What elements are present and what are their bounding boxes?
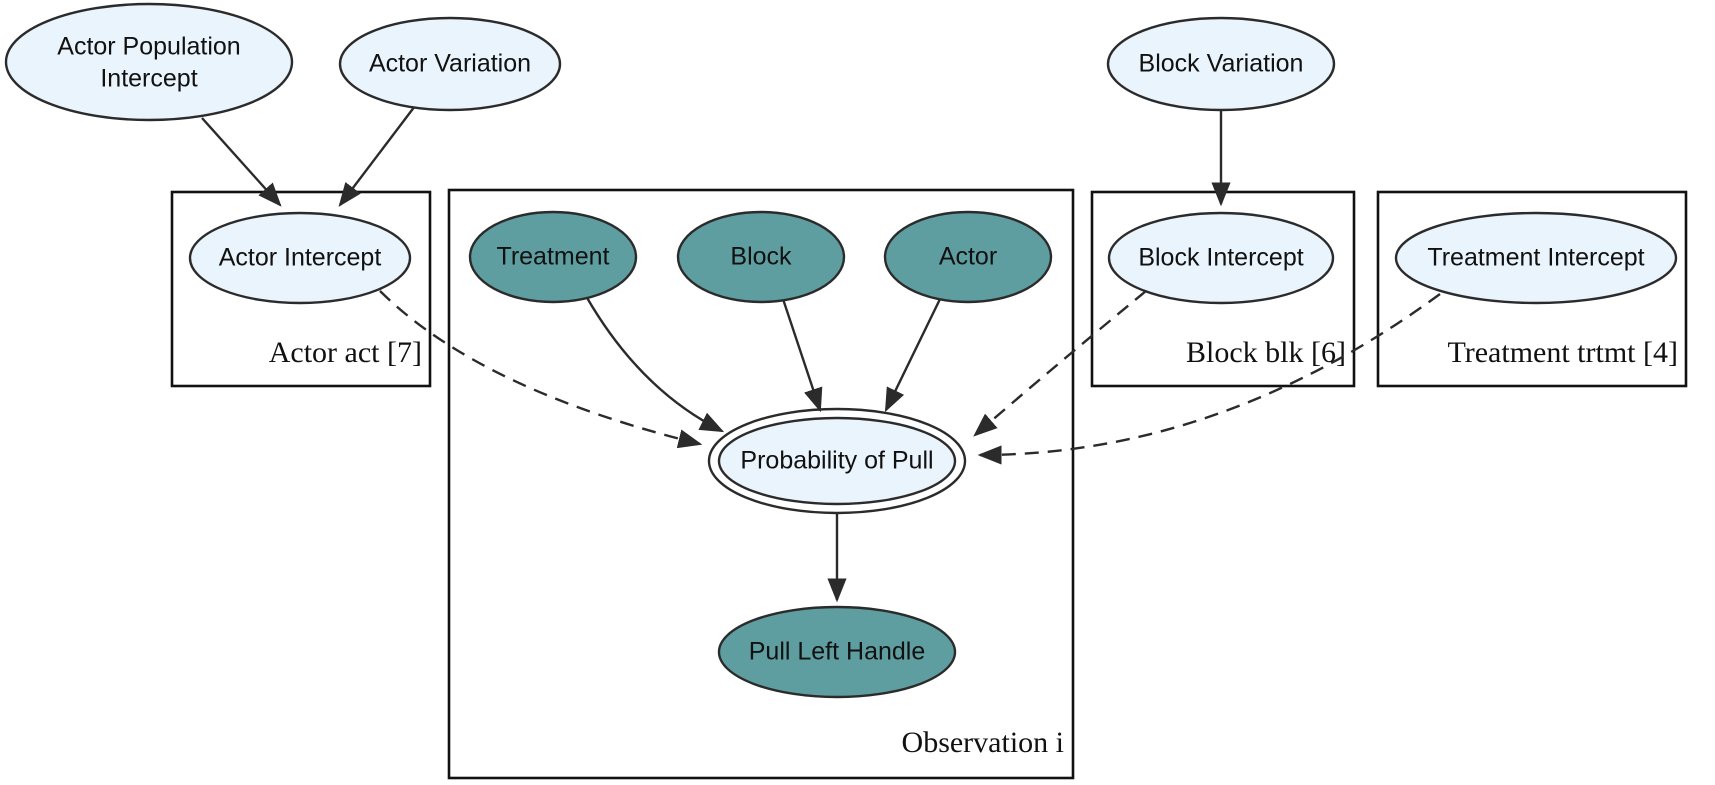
actor-population-intercept-ellipse[interactable]: [4, 2, 294, 122]
actor-ellipse[interactable]: [883, 210, 1053, 304]
plate-actor: Actor act [7]: [170, 190, 432, 388]
plate-observation-label: Observation i: [902, 726, 1064, 759]
actor-variation-ellipse[interactable]: [338, 16, 562, 112]
plate-treatment-rect: [1376, 190, 1688, 388]
node-actor[interactable]: Actor: [883, 210, 1053, 304]
block-intercept-label: Block Intercept: [1138, 244, 1303, 272]
node-block-intercept[interactable]: Block Intercept: [1107, 211, 1335, 305]
edge-actor-intercept-to-probability-of-pull: [379, 290, 703, 449]
treatment-intercept-label: Treatment Intercept: [1427, 244, 1644, 272]
actor-variation-label: Actor Variation: [369, 50, 531, 78]
edge-actor-population-intercept-to-actor-intercept: [201, 117, 282, 207]
node-treatment-intercept[interactable]: Treatment Intercept: [1394, 211, 1678, 305]
probability-of-pull-label: Probability of Pull: [740, 447, 933, 475]
actor-label: Actor: [939, 243, 997, 271]
treatment-intercept-ellipse[interactable]: [1394, 211, 1678, 305]
node-actor-intercept[interactable]: Actor Intercept: [188, 211, 412, 305]
plate-treatment-label: Treatment trtmt [4]: [1447, 336, 1678, 369]
plate-actor-rect: [170, 190, 432, 388]
block-ellipse[interactable]: [676, 210, 846, 304]
edge-block-intercept-to-probability-of-pull: [973, 290, 1147, 437]
actor-population-intercept-label-line1: Actor Population: [57, 33, 240, 61]
node-actor-population-intercept[interactable]: Actor Population Intercept: [4, 2, 294, 122]
actor-intercept-label: Actor Intercept: [219, 244, 382, 272]
actor-population-intercept-label-line2: Intercept: [100, 65, 197, 93]
node-treatment[interactable]: Treatment: [468, 210, 638, 304]
plate-actor-label: Actor act [7]: [269, 336, 422, 369]
plate-treatment: Treatment trtmt [4]: [1376, 190, 1688, 388]
block-variation-label: Block Variation: [1139, 50, 1304, 78]
plate-block-label: Block blk [6]: [1186, 336, 1346, 369]
pull-left-handle-label: Pull Left Handle: [749, 638, 926, 666]
block-variation-ellipse[interactable]: [1106, 16, 1336, 112]
plate-block: Block blk [6]: [1090, 190, 1356, 388]
block-intercept-ellipse[interactable]: [1107, 211, 1335, 305]
plate-observation-rect: [447, 188, 1075, 780]
pull-left-handle-ellipse[interactable]: [717, 605, 957, 699]
edge-treatment-to-probability-of-pull: [584, 295, 725, 433]
treatment-ellipse[interactable]: [468, 210, 638, 304]
actor-intercept-ellipse[interactable]: [188, 211, 412, 305]
node-pull-left-handle[interactable]: Pull Left Handle: [717, 605, 957, 699]
plate-observation: Observation i: [447, 188, 1075, 780]
node-block-variation[interactable]: Block Variation: [1106, 16, 1336, 112]
probability-of-pull-ellipse[interactable]: [717, 416, 957, 506]
edge-treatment-intercept-to-probability-of-pull: [977, 293, 1441, 465]
edge-block-to-probability-of-pull: [781, 298, 823, 413]
node-block[interactable]: Block: [676, 210, 846, 304]
block-label: Block: [730, 243, 792, 271]
edge-actor-to-probability-of-pull: [884, 296, 943, 413]
node-probability-of-pull[interactable]: Probability of Pull: [707, 407, 967, 515]
node-actor-variation[interactable]: Actor Variation: [338, 16, 562, 112]
probability-of-pull-outer-ellipse: [707, 407, 967, 515]
edge-actor-variation-to-actor-intercept: [338, 105, 416, 207]
treatment-label: Treatment: [496, 243, 609, 271]
